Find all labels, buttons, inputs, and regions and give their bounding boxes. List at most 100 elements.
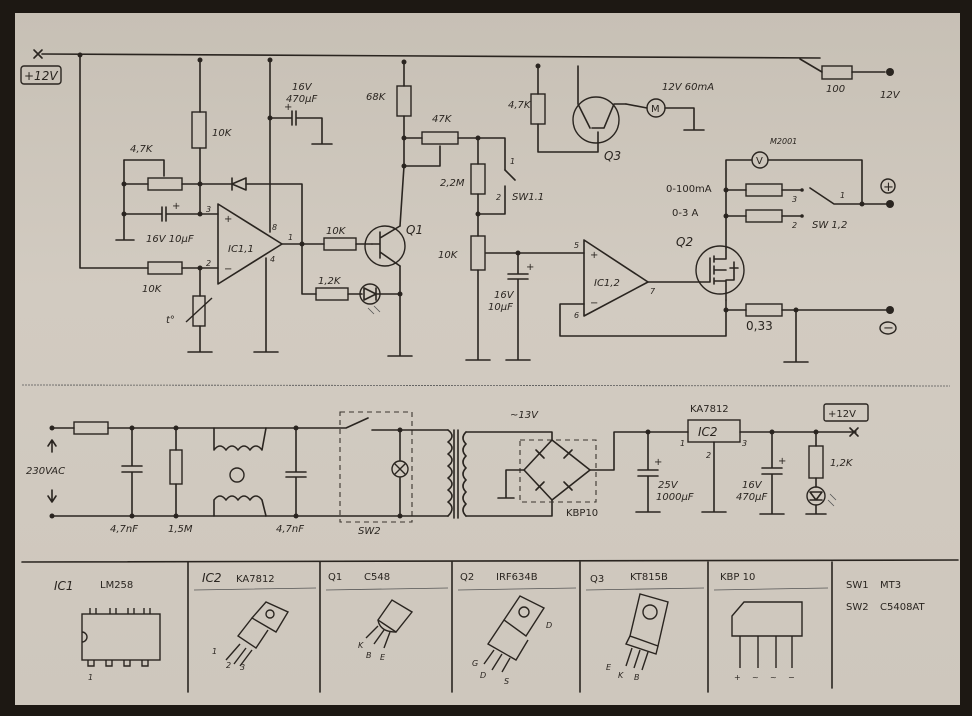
ic2-pin2: 2: [226, 661, 231, 670]
q3-pin-e: E: [606, 663, 612, 672]
plus-terminal-label: +: [883, 180, 894, 195]
r-1k2-label: 1,2K: [318, 276, 342, 287]
svg-text:+: +: [224, 214, 232, 225]
cap-10u-label: 16V 10µF: [146, 234, 194, 245]
r-10k-base-label: 10K: [326, 226, 347, 237]
sw1-2-label: SW 1,2: [812, 220, 847, 231]
reg-pin2: 2: [706, 451, 711, 460]
thermistor: [192, 295, 206, 327]
lamp-icon: [391, 460, 409, 478]
q2-label: Q2: [676, 235, 693, 249]
legend-ic1-part: LM258: [100, 580, 133, 591]
legend-q1-part: C548: [364, 572, 390, 583]
q1-label: Q1: [406, 223, 423, 237]
q3-label: Q3: [604, 149, 621, 163]
resistor-68k: [396, 85, 412, 117]
meter-label: M2001: [770, 137, 797, 146]
cap-x2-label: 4,7nF: [276, 524, 304, 535]
output-12v-terminal: [886, 68, 894, 76]
motor-symbol: M: [651, 104, 660, 115]
ic1-1-label: IC1,1: [228, 244, 254, 255]
pin7: 7: [650, 287, 656, 296]
q3-pin-b: B: [634, 673, 640, 682]
fuse: [73, 421, 109, 435]
legend-q2-ref: Q2: [460, 572, 474, 583]
legend-sw1-ref: SW1: [846, 580, 869, 591]
svg-text:+: +: [526, 262, 534, 273]
opamp-ic1-1: + − IC1,1 3 2 1 8 4: [206, 203, 293, 285]
motor-rating: 12V 60mA: [662, 82, 714, 93]
sw1-2-pin1: 1: [840, 191, 845, 200]
pot-4k7-label: 4,7K: [130, 144, 154, 155]
cap-470u-val: 470µF: [286, 94, 317, 105]
section-divider: [21, 384, 951, 387]
cap-in-volt: 25V: [658, 480, 679, 491]
output-plus-terminal: [886, 200, 894, 208]
supply-rail: [41, 53, 821, 59]
sw1-1-label: SW1.1: [512, 192, 544, 203]
choke-top: [213, 427, 267, 451]
q1-pin-k: K: [358, 641, 364, 650]
r-2m2-label: 2,2M: [440, 178, 465, 189]
ic2-pin3: 3: [240, 663, 245, 672]
out-12v-box: [823, 403, 869, 422]
cap-in-val: 1000µF: [656, 492, 694, 503]
resistor-1m5: [169, 449, 183, 485]
resistor-led-1k2: [808, 445, 824, 479]
mosfet-q2: Q2: [676, 235, 745, 301]
minus-terminal-label: −: [883, 321, 894, 336]
range-3a-label: 0-3 A: [672, 208, 699, 219]
q3-pin-k: K: [618, 671, 624, 680]
sw2-label: SW2: [358, 526, 381, 537]
range-100ma-label: 0-100mA: [666, 184, 712, 195]
plus-symbol-icon: [880, 178, 896, 194]
power-led: [806, 486, 826, 506]
choke-bottom: [213, 495, 267, 517]
pin5: 5: [574, 241, 579, 250]
resistor-shunt: [745, 303, 783, 317]
pot-10k-label: 10K: [438, 250, 459, 261]
svg-text:−: −: [224, 264, 232, 275]
pin1: 1: [288, 233, 293, 242]
q2-pin-s: S: [504, 677, 509, 686]
svg-text:+: +: [590, 250, 598, 261]
cap-x1-label: 4,7nF: [110, 524, 138, 535]
top-circuit: +12V 100 12V 10K t° 10K 4,7K: [20, 49, 901, 363]
resistor-range-3a: [745, 209, 783, 223]
potentiometer-4k7: [147, 177, 183, 191]
dip8-package-icon: 1: [81, 608, 161, 682]
kbp10-pin-ac2: ~: [770, 673, 777, 682]
q1-pin-e: E: [380, 653, 386, 662]
resistor-2m2: [470, 163, 486, 195]
pin3: 3: [206, 205, 211, 214]
svg-text:+: +: [284, 102, 292, 113]
minus-symbol-icon: [879, 321, 897, 335]
q2-pin-g: G: [472, 659, 478, 668]
ic1-2-label: IC1,2: [594, 278, 620, 289]
pot-47k-label: 47K: [432, 114, 453, 125]
sw2-dashed-box: [339, 411, 413, 523]
reg-pin3: 3: [742, 439, 747, 448]
q2-pin-d-tab: D: [546, 621, 552, 630]
potentiometer-10k: [470, 235, 486, 271]
ic1-pin1-label: 1: [88, 673, 93, 682]
svg-text:+: +: [778, 456, 786, 467]
r-1m5-label: 1,5M: [168, 524, 193, 535]
output-12v-label: 12V: [880, 90, 901, 101]
kbp10-pin-ac1: ~: [752, 673, 759, 682]
transistor-q3: Q3: [572, 65, 627, 163]
legend-ic1-ref: IC1: [54, 579, 74, 593]
power-supply-circuit: 230VAC 4,7nF 1,5M 4,7nF SW2 ~13V: [26, 403, 869, 537]
sw1-2-pin3: 3: [792, 195, 797, 204]
bridge-rectifier: [523, 439, 591, 501]
potentiometer-47k: [421, 131, 459, 145]
legend-q3-ref: Q3: [590, 574, 604, 585]
supply-terminal: +12V: [20, 49, 62, 85]
sw1-1-pin1: 1: [510, 157, 515, 166]
legend-q1-ref: Q1: [328, 572, 342, 583]
cap-10u-2-volt: 16V: [494, 290, 515, 301]
legend-ic2-ref: IC2: [202, 571, 222, 585]
ic2-pin1: 1: [212, 647, 217, 656]
r-10k-top-label: 10K: [212, 128, 233, 139]
